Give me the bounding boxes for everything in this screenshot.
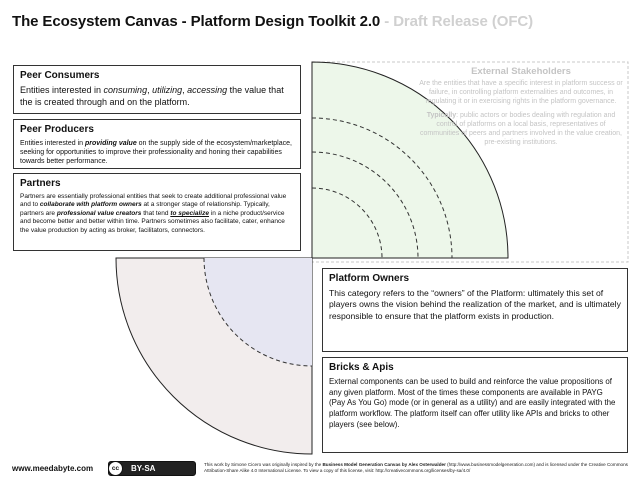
license-part-2: (http://www.businessmodelgeneration.com)… (204, 462, 628, 474)
pa-em-2: professional value creators (56, 209, 142, 217)
ext-text-2: : public actors or bodies dealing with r… (420, 112, 622, 146)
pc-em-2: utilizing (152, 85, 183, 95)
external-stakeholders-text-1: Are the entities that have a specific in… (419, 80, 623, 105)
pa-text-2: at a stronger stage of relationship. Typ… (20, 201, 270, 217)
title-main: The Ecosystem Canvas - Platform Design T… (12, 13, 381, 30)
platform-owners-area (204, 258, 312, 366)
peer-producers-title: Peer Producers (20, 124, 94, 135)
site-link[interactable]: www.meedabyte.com (12, 464, 94, 473)
platform-owners-text: This category refers to the “owners” of … (329, 288, 621, 321)
partners-box: Partners Partners are essentially profes… (13, 173, 301, 251)
pa-text-4: in a niche product/service and become be… (20, 209, 285, 234)
bricks-apis-title: Bricks & Apis (329, 362, 394, 373)
peer-consumers-title: Peer Consumers (20, 70, 100, 81)
cc-label: BY-SA (131, 464, 156, 473)
pp-text-1: Entities interested in (20, 140, 85, 147)
license-part-1: This work by Simone Cicero was originall… (204, 462, 323, 467)
pc-text-1: Entities interested in (20, 85, 104, 95)
external-stakeholders-text-2: Typically: public actors or bodies deali… (416, 112, 626, 147)
pc-text-3: , (182, 85, 188, 95)
pa-text-3: that tend (141, 209, 171, 217)
partners-title: Partners (20, 178, 61, 189)
pp-text-2: on the supply side of the ecosystem/mark… (20, 140, 292, 166)
peer-producers-box: Peer Producers Entities interested in pr… (13, 119, 301, 169)
platform-owners-title: Platform Owners (329, 273, 410, 284)
partners-text: Partners are essentially professional en… (20, 193, 294, 235)
bricks-apis-text: External components can be used to build… (329, 377, 616, 429)
pa-em-1: collaborate with platform owners (39, 201, 142, 209)
ext-typically-label: Typically (426, 112, 457, 120)
peer-producers-text: Entities interested in providing value o… (20, 139, 294, 166)
partners-arc (311, 151, 419, 259)
peer-producers-arc (311, 117, 453, 259)
license-text: This work by Simone Cicero was originall… (204, 462, 634, 474)
pp-em-1: providing value (84, 140, 137, 147)
page-title: The Ecosystem Canvas - Platform Design T… (12, 13, 632, 30)
platform-owners-box: Platform Owners This category refers to … (322, 268, 628, 352)
peer-consumers-box: Peer Consumers Entities interested in co… (13, 65, 301, 114)
pc-text-4: the value that the is created through an… (20, 85, 284, 107)
peers-quadrant (311, 61, 509, 259)
external-stakeholders-title: External Stakeholders (471, 66, 571, 77)
title-subtitle: - Draft Release (OFC) (380, 13, 534, 30)
cc-license-badge[interactable]: cc BY-SA (108, 461, 196, 476)
platform-owners-arc (203, 257, 313, 367)
peer-consumers-text: Entities interested in consuming, utiliz… (20, 85, 294, 108)
license-bold: Business Model Generation Canvas by Alex… (322, 462, 446, 467)
pa-text-1: Partners are essentially professional en… (20, 193, 287, 209)
pc-em-3: accessing (187, 85, 228, 95)
pc-text-2: , (147, 85, 153, 95)
cc-icon: cc (108, 461, 123, 476)
external-stakeholders: External Stakeholders Are the entities t… (416, 66, 626, 153)
pc-em-1: consuming (103, 85, 148, 95)
footer: www.meedabyte.com cc BY-SA This work by … (0, 458, 640, 480)
pa-em-3: to specialize (170, 209, 209, 217)
bricks-apis-box: Bricks & Apis External components can be… (322, 357, 628, 453)
